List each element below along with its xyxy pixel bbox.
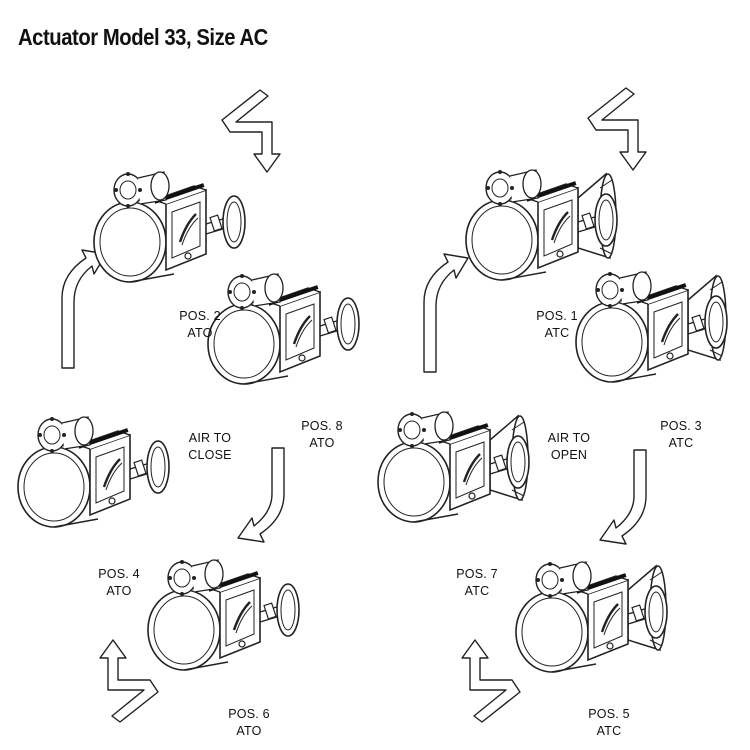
label-pos3: POS. 3 ATC bbox=[646, 418, 716, 452]
position-mode: ATO bbox=[309, 436, 335, 450]
position-mode: ATO bbox=[106, 584, 132, 598]
bent-arrow-icon bbox=[461, 639, 521, 723]
bent-arrow-icon bbox=[99, 639, 159, 723]
actuator-pos3-icon bbox=[576, 272, 727, 382]
label-pos7: POS. 7 ATC bbox=[442, 566, 512, 600]
position-number: POS. 2 bbox=[179, 309, 221, 323]
page-title: Actuator Model 33, Size AC bbox=[18, 24, 268, 50]
label-pos2: POS. 2 ATO bbox=[165, 308, 235, 342]
actuator-pos4-icon bbox=[16, 415, 171, 529]
actuator-pos6-icon bbox=[146, 558, 301, 672]
center-text-left: AIR TO CLOSE bbox=[175, 430, 245, 464]
right-group bbox=[378, 87, 727, 723]
bent-arrow-icon bbox=[587, 87, 647, 171]
curved-arrow-icon bbox=[61, 249, 107, 369]
position-mode: ATC bbox=[668, 436, 694, 450]
position-mode: ATO bbox=[236, 724, 262, 738]
position-number: POS. 5 bbox=[588, 707, 630, 721]
curved-arrow-icon bbox=[423, 253, 469, 373]
actuator-pos5-icon bbox=[516, 562, 667, 672]
center-text-line: OPEN bbox=[550, 448, 588, 462]
position-number: POS. 4 bbox=[98, 567, 140, 581]
position-mode: ATC bbox=[596, 724, 622, 738]
label-pos4: POS. 4 ATO bbox=[84, 566, 154, 600]
bent-arrow-icon bbox=[221, 89, 281, 173]
left-group bbox=[16, 89, 361, 723]
center-text-line: AIR TO bbox=[188, 431, 232, 445]
center-text-line: AIR TO bbox=[547, 431, 591, 445]
position-number: POS. 8 bbox=[301, 419, 343, 433]
position-number: POS. 3 bbox=[660, 419, 702, 433]
position-mode: ATO bbox=[187, 326, 213, 340]
actuator-pos1-icon bbox=[466, 170, 617, 280]
position-number: POS. 7 bbox=[456, 567, 498, 581]
position-number: POS. 1 bbox=[536, 309, 578, 323]
actuator-pos2-icon bbox=[92, 170, 247, 284]
label-pos6: POS. 6 ATO bbox=[214, 706, 284, 740]
position-mode: ATC bbox=[544, 326, 570, 340]
label-pos1: POS. 1 ATC bbox=[522, 308, 592, 342]
label-pos5: POS. 5 ATC bbox=[574, 706, 644, 740]
position-mode: ATC bbox=[464, 584, 490, 598]
label-pos8: POS. 8 ATO bbox=[287, 418, 357, 452]
center-text-line: CLOSE bbox=[188, 448, 232, 462]
position-number: POS. 6 bbox=[228, 707, 270, 721]
center-text-right: AIR TO OPEN bbox=[534, 430, 604, 464]
actuator-pos7-icon bbox=[378, 412, 529, 522]
curved-arrow-icon bbox=[599, 449, 647, 545]
